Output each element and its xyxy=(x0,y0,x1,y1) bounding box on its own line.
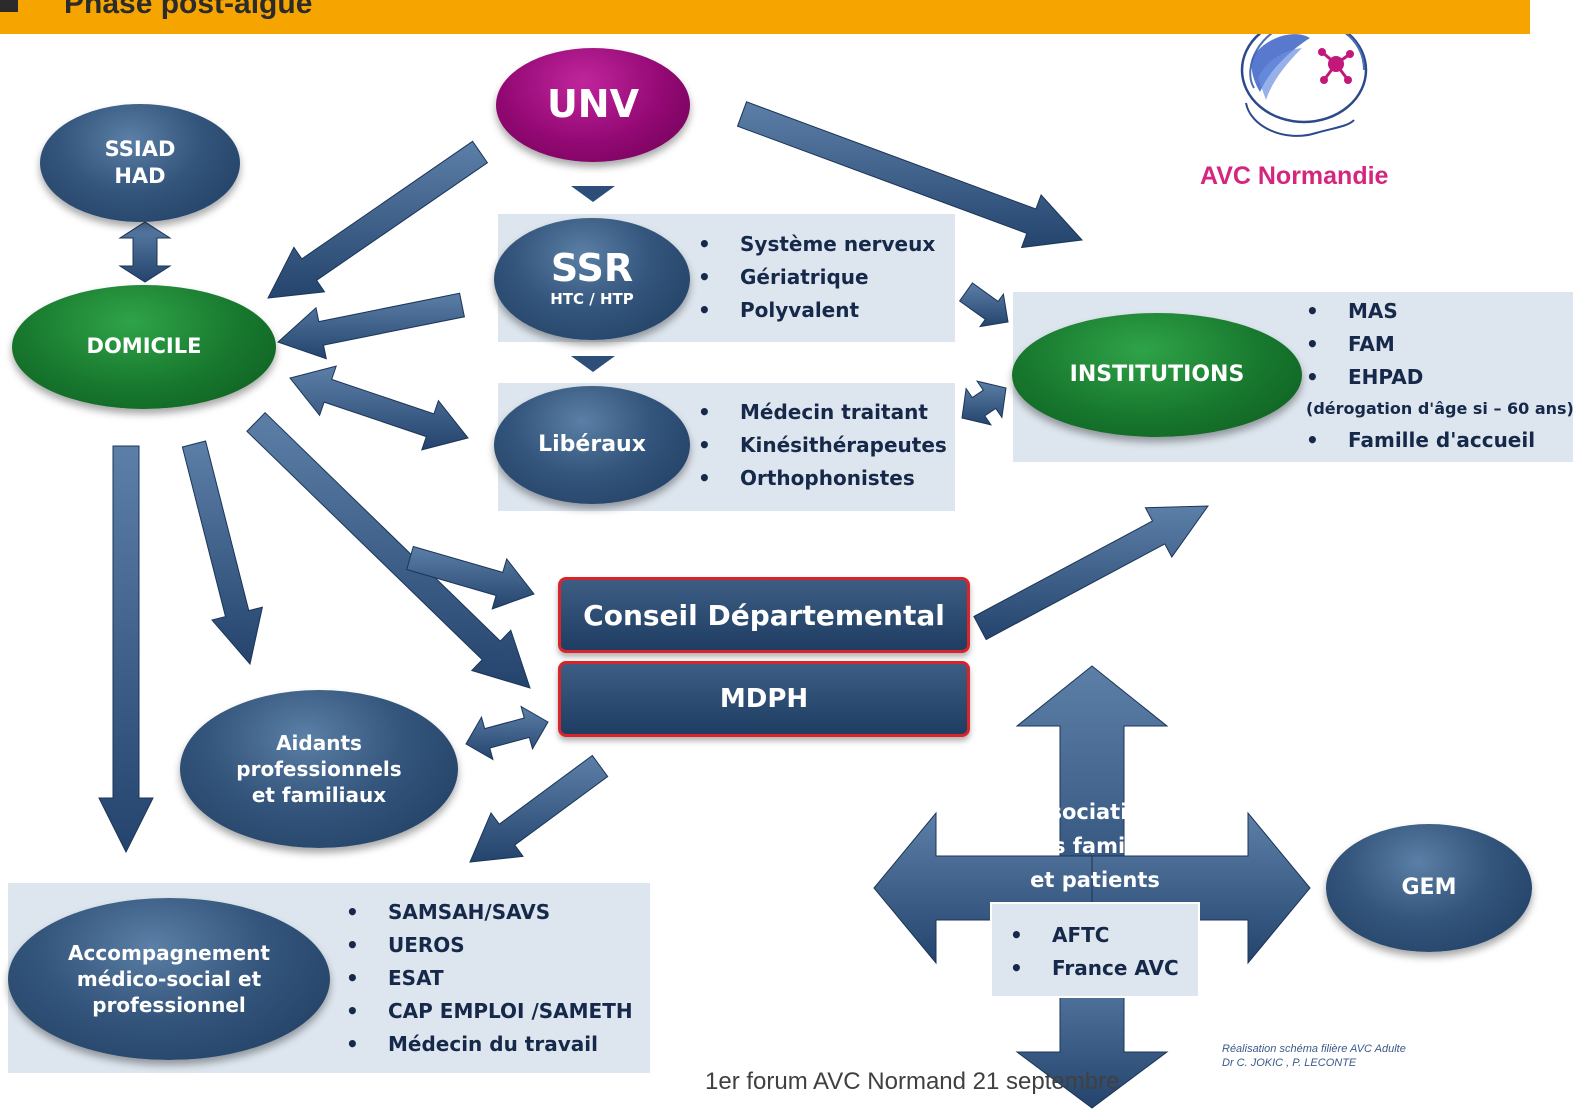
ssiad-label: SSIAD xyxy=(104,136,176,161)
ssr-subtitle: HTC / HTP xyxy=(550,290,634,309)
list-item: Gériatrique xyxy=(698,261,935,294)
list-item: Système nerveux xyxy=(698,228,935,261)
arrow-associations-right xyxy=(1091,811,1311,965)
list-item: ESAT xyxy=(346,962,633,995)
footer-text: 1er forum AVC Normand 21 septembre xyxy=(705,1068,1120,1095)
gem-label: GEM xyxy=(1401,874,1457,900)
ssr-title: SSR xyxy=(550,246,634,291)
conseil-departemental-box: Conseil Départemental xyxy=(558,577,970,653)
institutions-list: MAS FAM EHPAD (dérogation d'âge si – 60 … xyxy=(1306,295,1574,457)
credit-line2: Dr C. JOKIC , P. LECONTE xyxy=(1222,1057,1357,1070)
list-item: Famille d'accueil xyxy=(1306,424,1574,457)
institutions-label: INSTITUTIONS xyxy=(1069,361,1245,387)
arrow-domicile-to-accompagnement xyxy=(98,445,154,854)
gem-node: GEM xyxy=(1326,824,1532,952)
mdph-label: MDPH xyxy=(719,684,809,714)
list-item: UEROS xyxy=(346,929,633,962)
accompagnement-line1: Accompagnement xyxy=(68,941,270,965)
domicile-label: DOMICILE xyxy=(86,334,202,359)
unv-node: UNV xyxy=(496,48,690,162)
associations-label: Associations des familles et patients xyxy=(990,795,1200,897)
arrow-domicile-liberaux xyxy=(289,365,469,451)
list-item: Orthophonistes xyxy=(698,462,947,495)
list-item: Polyvalent xyxy=(698,294,935,327)
aidants-node: Aidants professionnels et familiaux xyxy=(180,690,458,848)
mdph-box: MDPH xyxy=(558,661,970,737)
associations-line1: Associations xyxy=(1020,800,1170,824)
institutions-node: INSTITUTIONS xyxy=(1012,313,1302,437)
associations-line3: et patients xyxy=(1030,868,1160,892)
credit-text: Réalisation schéma filière AVC Adulte Dr… xyxy=(1222,1042,1406,1071)
arrow-unv-to-domicile xyxy=(267,140,489,299)
accompagnement-line2: médico-social et xyxy=(76,967,262,991)
arrow-aidants-mdph xyxy=(465,705,549,761)
page-title: Phase post-aigue xyxy=(64,0,313,20)
list-item: Médecin traitant xyxy=(698,396,947,429)
accompagnement-line3: professionnel xyxy=(92,993,246,1017)
ssr-node: SSR HTC / HTP xyxy=(494,218,690,340)
list-item: Kinésithérapeutes xyxy=(698,429,947,462)
header-square-icon xyxy=(0,0,18,12)
arrow-domicile-to-mdph xyxy=(246,411,531,689)
aidants-line1: Aidants xyxy=(276,731,362,755)
header-bar: Phase post-aigue xyxy=(0,0,1530,34)
liberaux-node: Libéraux xyxy=(494,386,690,504)
list-item: MAS xyxy=(1306,295,1574,328)
arrow-ssiad-domicile xyxy=(118,221,172,283)
accompagnement-list: SAMSAH/SAVS UEROS ESAT CAP EMPLOI /SAMET… xyxy=(346,896,633,1061)
arrow-unv-to-institutions xyxy=(736,101,1084,249)
aidants-line3: et familiaux xyxy=(251,783,387,807)
accompagnement-node: Accompagnement médico-social et professi… xyxy=(8,898,330,1060)
arrow-ssr-to-liberaux xyxy=(571,356,615,372)
list-item: CAP EMPLOI /SAMETH xyxy=(346,995,633,1028)
list-item: EHPAD xyxy=(1306,361,1574,394)
list-item: France AVC xyxy=(1010,952,1179,985)
arrow-ssr-to-domicile xyxy=(277,292,465,360)
domicile-node: DOMICILE xyxy=(12,285,276,409)
list-item: SAMSAH/SAVS xyxy=(346,896,633,929)
conseil-departemental-label: Conseil Départemental xyxy=(583,598,945,632)
arrow-ssr-to-institutions xyxy=(958,282,1009,328)
institutions-note: (dérogation d'âge si – 60 ans) xyxy=(1306,399,1574,418)
logo-text: AVC Normandie xyxy=(1200,162,1389,190)
aidants-line2: professionnels xyxy=(236,757,402,781)
ssiad-node: SSIAD HAD xyxy=(40,104,240,222)
ssr-list: Système nerveux Gériatrique Polyvalent xyxy=(698,228,935,327)
arrow-domicile-to-conseil xyxy=(406,545,535,610)
associations-list: AFTC France AVC xyxy=(1010,919,1179,985)
liberaux-label: Libéraux xyxy=(538,431,646,457)
had-label: HAD xyxy=(114,164,166,188)
associations-line2: des familles xyxy=(1023,834,1167,858)
arrow-unv-to-ssr xyxy=(571,186,615,202)
liberaux-list: Médecin traitant Kinésithérapeutes Ortho… xyxy=(698,396,947,495)
arrow-domicile-to-aidants xyxy=(181,440,264,666)
arrow-mdph-to-accompagnement xyxy=(469,754,609,863)
arrow-conseil-to-institutions xyxy=(973,505,1209,641)
list-item: FAM xyxy=(1306,328,1574,361)
list-item: AFTC xyxy=(1010,919,1179,952)
list-item: Médecin du travail xyxy=(346,1028,633,1061)
unv-label: UNV xyxy=(546,82,640,127)
credit-line1: Réalisation schéma filière AVC Adulte xyxy=(1222,1043,1406,1055)
arrow-liberaux-institutions xyxy=(961,380,1007,426)
